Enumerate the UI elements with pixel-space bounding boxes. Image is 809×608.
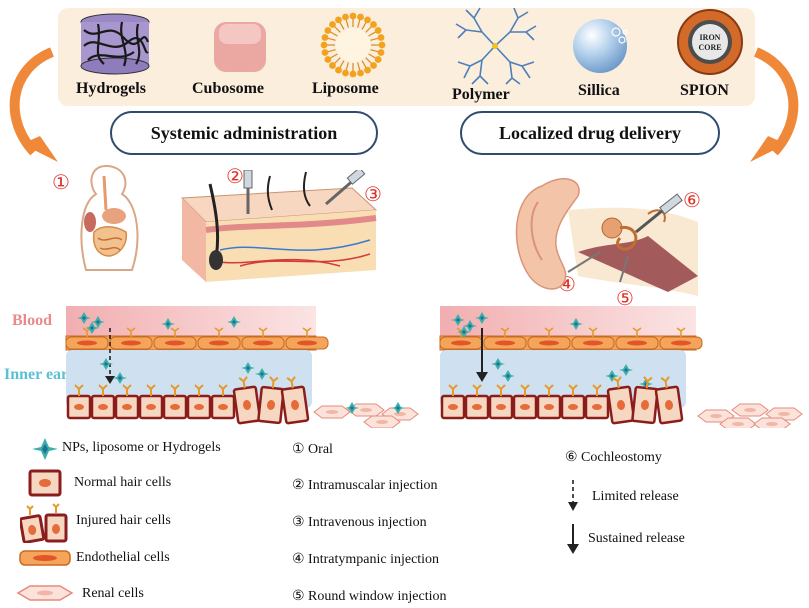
legend-cochleostomy: ⑥ Cochleostomy	[565, 450, 662, 465]
left-curved-arrow	[9, 47, 58, 162]
legend-renal-cells-label: Renal cells	[82, 586, 144, 601]
carrier-band	[58, 8, 755, 106]
spion-icon: IRON CORE	[677, 9, 743, 75]
blood-layer-right	[440, 306, 696, 336]
right-curved-arrow	[750, 47, 799, 162]
legend-injured-hair-cells-label: Injured hair cells	[76, 513, 171, 528]
spion-core-text-1: IRON	[700, 33, 721, 42]
injured-hair-cell-icon	[20, 503, 68, 543]
skin-cross-section-illustration	[180, 170, 378, 282]
carrier-label-hydrogels: Hydrogels	[76, 80, 146, 97]
inner-ear-label: Inner ear	[4, 366, 69, 383]
digestive-system-illustration	[80, 164, 139, 271]
left-barrier-panel	[65, 306, 419, 428]
sustained-release-legend-arrow	[567, 524, 579, 554]
silica-icon	[573, 19, 628, 73]
marker-2: ②	[226, 166, 244, 188]
cubosome-icon	[214, 22, 266, 72]
carrier-label-spion: SPION	[680, 82, 729, 99]
blood-label: Blood	[12, 312, 53, 329]
right-barrier-panel	[439, 306, 803, 428]
marker-5: ⑤	[616, 288, 634, 310]
blood-layer	[66, 306, 316, 336]
marker-1: ①	[52, 172, 70, 194]
ear-illustration	[515, 178, 698, 296]
systemic-administration-box: Systemic administration	[110, 111, 378, 155]
carrier-label-liposome: Liposome	[312, 80, 379, 97]
endothelial-cell-icon	[19, 550, 71, 566]
spion-core-text-2: CORE	[698, 43, 721, 52]
legend-round-window-injection: ⑤ Round window injection	[292, 589, 447, 604]
liposome-icon	[320, 12, 386, 78]
marker-3: ③	[364, 184, 382, 206]
localized-drug-delivery-box: Localized drug delivery	[460, 111, 720, 155]
legend-intramuscular-injection: ② Intramuscalar injection	[292, 478, 438, 493]
carrier-label-silica: Sillica	[578, 82, 620, 99]
legend-intravenous-injection: ③ Intravenous injection	[292, 515, 427, 530]
legend-oral: ① Oral	[292, 442, 333, 457]
legend-intratympanic-injection: ④ Intratympanic injection	[292, 552, 440, 567]
legend-sustained-release: Sustained release	[588, 531, 685, 546]
np-icon	[32, 438, 58, 460]
legend-limited-release: Limited release	[592, 489, 679, 504]
normal-hair-cell-icon	[28, 469, 62, 497]
legend-endothelial-cells-label: Endothelial cells	[76, 550, 170, 565]
endothelial-layer	[65, 327, 329, 351]
marker-6: ⑥	[683, 190, 701, 212]
carrier-label-cubosome: Cubosome	[192, 80, 265, 97]
renal-cell-icon	[16, 585, 74, 601]
polymer-icon	[455, 7, 537, 85]
hydrogel-icon	[80, 13, 150, 75]
endothelial-layer-right	[439, 327, 703, 351]
carrier-label-polymer: Polymer	[452, 86, 510, 103]
legend-normal-hair-cells-label: Normal hair cells	[74, 475, 172, 490]
limited-release-legend-arrow	[568, 480, 578, 511]
legend-nps-label: NPs, liposome or Hydrogels	[62, 440, 221, 455]
